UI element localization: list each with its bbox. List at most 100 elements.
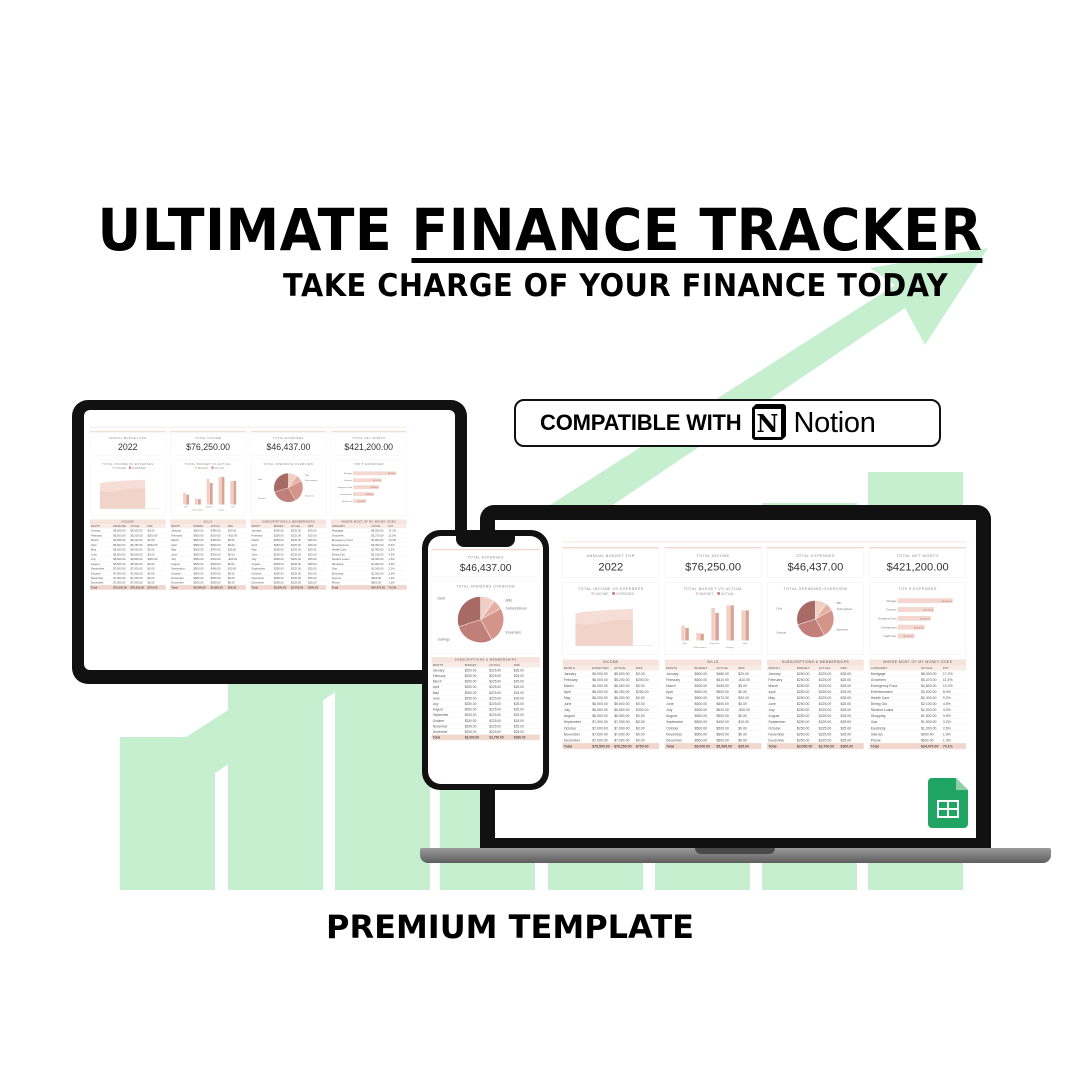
table-row: February$250.00$225.00$25.00: [767, 677, 864, 683]
expense-value: $3,900.00: [366, 494, 374, 496]
table-row: June$6,500.00$6,500.00$0.00: [562, 701, 660, 707]
expense-value: $5,270.00: [373, 480, 381, 482]
table-header: MonthBudgetActualDiff: [664, 665, 762, 671]
expense-label: Emergency Fund: [338, 486, 352, 489]
expense-value: $4,800.00: [920, 618, 931, 620]
expense-value: $4,800.00: [371, 487, 379, 489]
table-row: February$250.00$225.00$25.00: [431, 673, 540, 679]
expense-bar: [353, 478, 382, 483]
expense-value: $5,270.00: [923, 610, 934, 612]
laptop-screen: Annual Budget for2022Total Income$76,250…: [495, 520, 976, 838]
pie-label: Savings: [437, 638, 450, 642]
table-row: April$6,000.00$6,250.00$250.00: [562, 689, 660, 695]
table-row: September$7,000.00$7,000.00$0.00: [89, 566, 166, 571]
actual-bar: [198, 499, 201, 505]
income-vs-expenses-chart: Total Income vs ExpensesINCOMEEXPENSES: [89, 458, 166, 516]
table-row: April$500.00$500.00$0.00: [170, 542, 247, 548]
laptop-device: Annual Budget for2022Total Income$76,250…: [480, 505, 991, 850]
table-row: October$250.00$225.00$25.00: [250, 571, 327, 576]
table-title: Income: [89, 519, 166, 525]
actual-bar: [730, 605, 734, 641]
table-row: March$250.00$225.00$25.00: [767, 683, 864, 689]
spending-overview-chart: Total Spending OverviewBillsSubscription…: [431, 580, 540, 654]
table-title: Bills: [170, 519, 247, 525]
legend-item: ACTUAL: [214, 466, 225, 470]
table-row: December$7,000.00$7,000.00$0.00: [89, 580, 166, 586]
table-row: October$250.00$225.00$25.00: [767, 725, 864, 732]
category-label: Subscriptions: [693, 646, 707, 649]
category-label: Expenses: [710, 643, 721, 645]
table-row: July$250.00$225.00$25.00: [767, 707, 864, 713]
table-row: July$6,500.00$6,800.00$300.00: [89, 557, 166, 562]
table-row: January$5,000.00$5,000.00$0.00: [89, 528, 166, 534]
table-row: December$250.00$225.00$25.00: [250, 580, 327, 586]
pie-label: Expenses: [506, 631, 522, 635]
budget-bar: [681, 625, 685, 641]
pie-label: Savings: [258, 498, 265, 500]
card-label: Annual Budget for: [108, 436, 147, 440]
pie-label: Bills: [837, 601, 843, 605]
badge-text: COMPATIBLE WITH: [540, 410, 742, 435]
legend-item: EXPENSES: [132, 466, 147, 470]
table-row: November$250.00$225.00$25.00: [250, 576, 327, 581]
table-row: March$6,000.00$6,000.00$0.00: [89, 538, 166, 543]
budget-bar: [194, 498, 198, 505]
chart-title: Top 5 Expenses: [353, 462, 384, 466]
table-row: August$6,500.00$6,500.00$0.00: [562, 713, 660, 720]
actual-bar: [700, 633, 704, 641]
legend-item: BUDGET: [699, 592, 714, 596]
table-total-row: Total$3,000.00$2,700.00$300.00: [431, 734, 540, 741]
table-row: November$500.00$500.00$0.00: [664, 731, 762, 738]
expense-bar: [897, 624, 925, 630]
data-table: Subscriptions & MembershipsMonthBudgetAc…: [250, 519, 327, 590]
table-row: August$250.00$225.00$25.00: [431, 707, 540, 713]
expense-bar: [353, 492, 375, 497]
pie-label: Debt: [258, 478, 263, 481]
pie-label: Expenses: [837, 627, 849, 631]
summary-card: Total Expenses$46,437.00: [767, 546, 864, 578]
expense-bar: [897, 607, 935, 612]
card-value: $46,437.00: [266, 442, 311, 452]
table-row: December$500.00$500.00$0.00: [170, 580, 247, 586]
summary-card: Total Income$76,250.00: [170, 431, 247, 456]
chart-title: Total Spending Overview: [456, 584, 516, 589]
data-table: Subscriptions & MembershipsMonthBudgetAc…: [767, 659, 864, 750]
budget-bar: [206, 479, 210, 505]
table-row: March$500.00$495.00$5.00: [664, 683, 762, 689]
table-row: March$500.00$495.00$5.00: [170, 538, 247, 543]
table-row: May$250.00$225.00$25.00: [250, 547, 327, 552]
summary-card: Total Net Worth$421,200.00: [330, 431, 407, 456]
card-value: $421,200.00: [886, 560, 949, 574]
table-row: April$6,000.00$6,250.00$250.00: [89, 542, 166, 548]
chart-title: Total Budget vs Actual: [184, 462, 232, 466]
table-header: MonthBudgetActualDiff: [250, 524, 327, 529]
headline-title-underlined: FINANCE TRACKER: [411, 196, 983, 264]
table-row: July$500.00$520.00-$20.00: [170, 557, 247, 562]
card-value: $76,250.00: [685, 560, 742, 574]
notion-brand: Notion: [793, 406, 876, 439]
table-row: October$7,000.00$7,000.00$0.00: [562, 725, 660, 732]
expense-label: Entertainment: [340, 493, 352, 496]
card-value: $46,437.00: [787, 560, 844, 574]
google-sheets-icon: [928, 778, 968, 828]
table-header: CategoryActualPct: [330, 524, 407, 529]
category-label: Expenses: [206, 506, 214, 508]
table-row: February$5,000.00$5,200.00$200.00: [89, 533, 166, 538]
table-total-row: Total$3,000.00$2,700.00$300.00: [250, 585, 327, 590]
table-title: Income: [562, 659, 660, 666]
table-row: May$250.00$225.00$25.00: [431, 690, 540, 696]
pie-slice: [274, 487, 296, 503]
actual-bar: [685, 627, 689, 641]
legend-item: INCOME: [115, 466, 127, 470]
pie-label: Subscriptions: [837, 607, 854, 611]
